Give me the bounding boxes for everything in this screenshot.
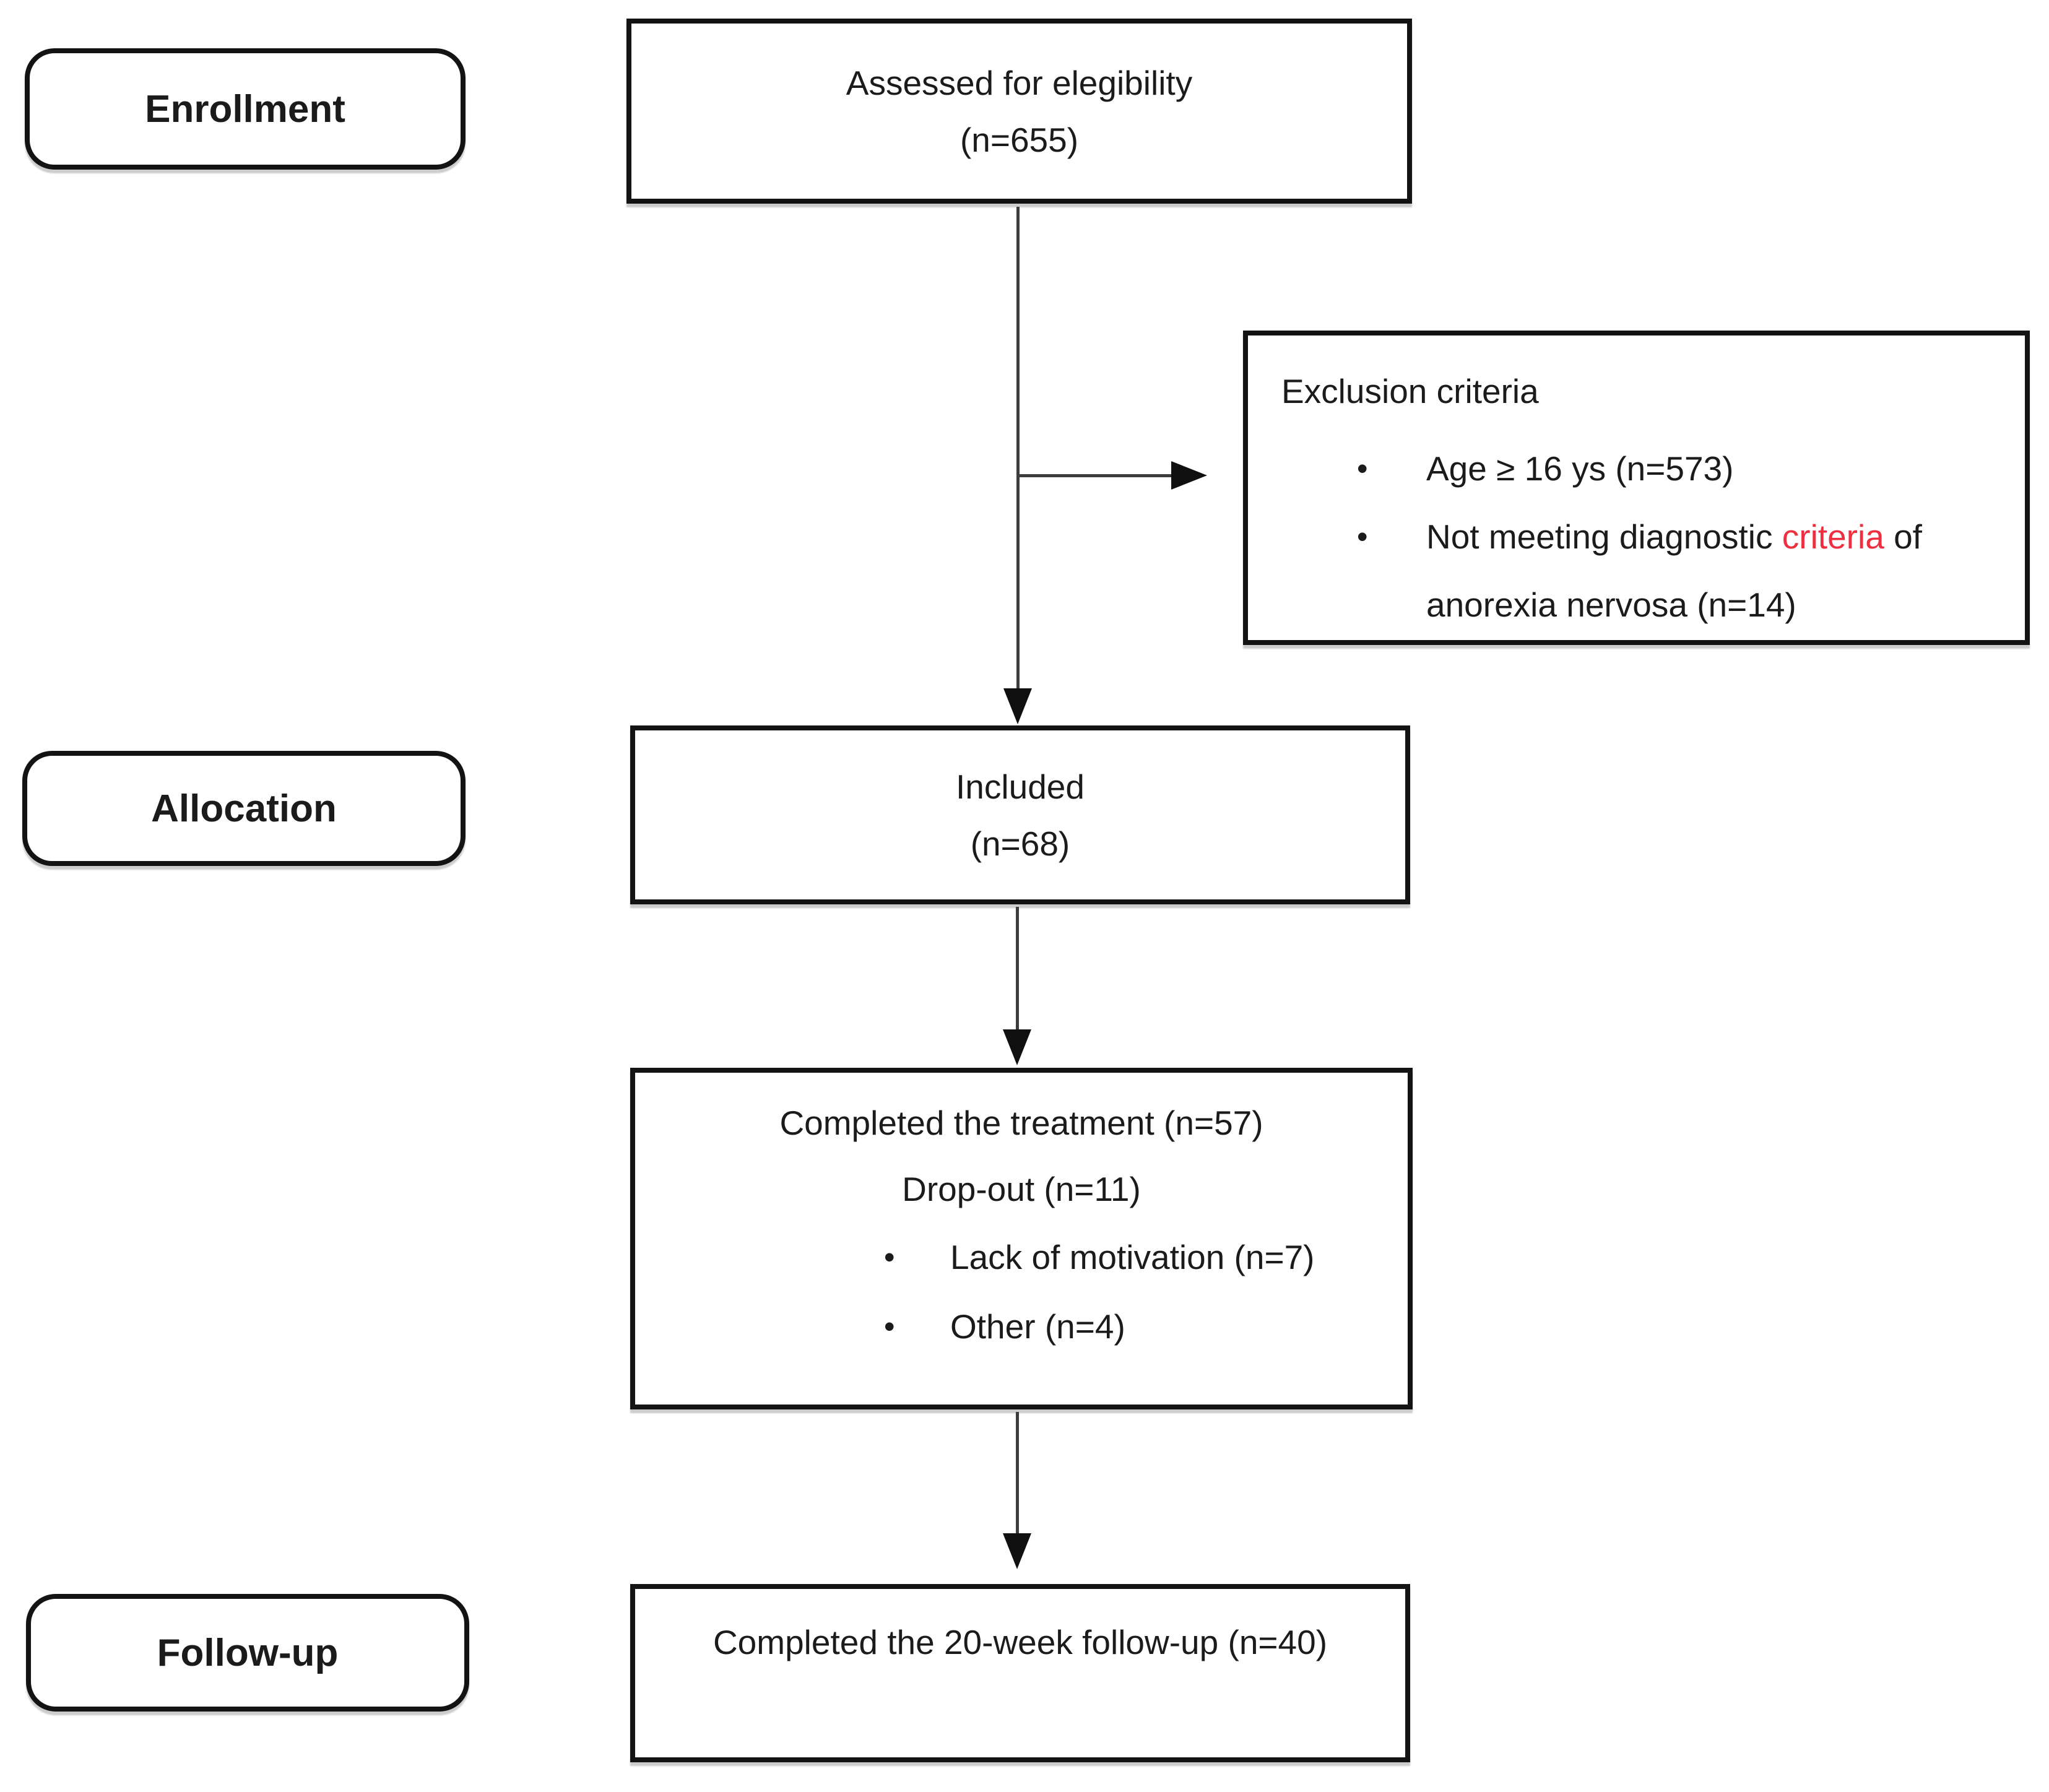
arrowhead-into-treatment (1003, 1029, 1031, 1065)
included-line1: Included (956, 767, 1085, 806)
bullet-icon: • (884, 1240, 895, 1275)
arrowhead-into-exclusion (1171, 461, 1207, 490)
included-box: Included (n=68) (630, 725, 1410, 904)
stage-label-enrollment: Enrollment (145, 87, 345, 131)
bullet-icon: • (1357, 451, 1368, 486)
exclusion-bullet-age-text: Age ≥ 16 ys (n=573) (1426, 449, 1734, 488)
stage-box-allocation: Allocation (22, 751, 466, 866)
followup-completed-box: Completed the 20-week follow-up (n=40) (630, 1584, 1410, 1762)
dropout-bullet-other: • Other (n=4) (884, 1292, 1408, 1361)
exclusion-box: Exclusion criteria • Age ≥ 16 ys (n=573)… (1243, 331, 2030, 645)
dropout-bullet-motivation-text: Lack of motivation (n=7) (950, 1238, 1315, 1276)
exclusion-bullet-age: • Age ≥ 16 ys (n=573) (1357, 435, 2025, 503)
included-count: (n=68) (970, 824, 1070, 863)
exclusion-bullet-list: • Age ≥ 16 ys (n=573) • Not meeting diag… (1357, 435, 2025, 639)
connector-branch-to-exclusion (1018, 474, 1174, 477)
diagnostic-text-line2: anorexia nervosa (n=14) (1426, 586, 1796, 624)
stage-box-enrollment: Enrollment (25, 48, 466, 170)
stage-label-followup: Follow-up (157, 1631, 339, 1674)
dropout-bullet-motivation: • Lack of motivation (n=7) (884, 1223, 1408, 1292)
followup-completed-line: Completed the 20-week follow-up (n=40) (713, 1623, 1328, 1661)
arrowhead-into-included (1003, 688, 1032, 724)
stage-box-followup: Follow-up (26, 1594, 469, 1712)
assessed-count: (n=655) (960, 120, 1079, 159)
bullet-icon: • (1357, 519, 1368, 554)
assessed-line1: Assessed for elegibility (846, 63, 1193, 102)
exclusion-title: Exclusion criteria (1281, 372, 1539, 410)
bullet-icon: • (884, 1309, 895, 1344)
arrowhead-into-followup (1003, 1533, 1031, 1569)
assessed-box: Assessed for elegibility (n=655) (626, 19, 1412, 204)
treatment-dropout-line: Drop-out (n=11) (902, 1170, 1141, 1208)
connector-treatment-to-followup (1016, 1412, 1019, 1534)
diagnostic-text-before: Not meeting diagnostic (1426, 517, 1782, 556)
treatment-box: Completed the treatment (n=57) Drop-out … (630, 1068, 1413, 1409)
treatment-completed-line: Completed the treatment (n=57) (779, 1104, 1263, 1142)
exclusion-bullet-diagnostic-text: Not meeting diagnostic criteria of (1426, 517, 1922, 556)
connector-assessed-to-included (1016, 207, 1020, 690)
exclusion-bullet-diagnostic-cont: anorexia nervosa (n=14) (1357, 571, 2025, 639)
stage-label-allocation: Allocation (151, 787, 337, 830)
dropout-bullet-other-text: Other (n=4) (950, 1307, 1125, 1346)
diagnostic-text-after: of (1884, 517, 1922, 556)
connector-included-to-treatment (1016, 907, 1019, 1031)
exclusion-bullet-diagnostic: • Not meeting diagnostic criteria of (1357, 503, 2025, 571)
dropout-bullet-list: • Lack of motivation (n=7) • Other (n=4) (884, 1223, 1408, 1361)
diagnostic-text-red-word: criteria (1782, 517, 1884, 556)
